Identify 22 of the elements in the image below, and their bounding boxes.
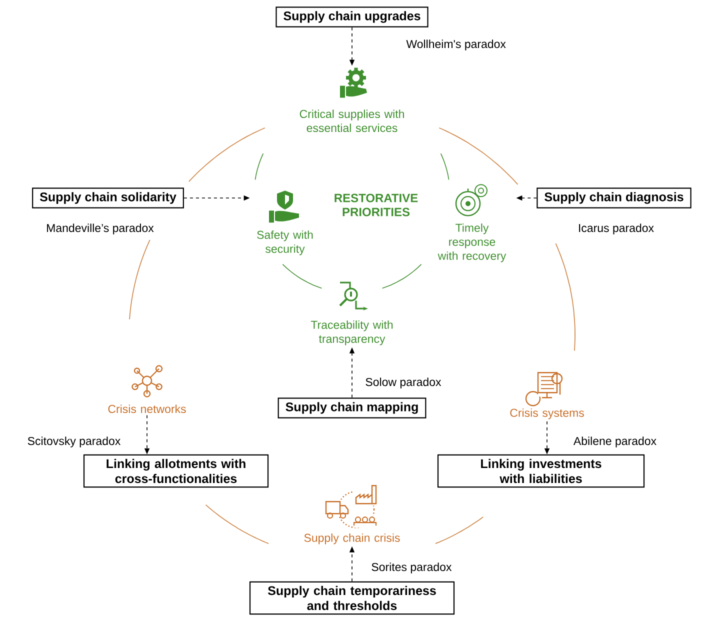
edge-label: Solow paradox bbox=[366, 378, 442, 388]
process-box: Supply chain upgrades bbox=[276, 6, 428, 28]
crisis-item: Supply chain crisis bbox=[304, 533, 400, 544]
crisis-item: Crisis networks bbox=[108, 404, 186, 414]
heading: RESTORATIVE PRIORITIES bbox=[334, 194, 418, 216]
process-box: Linking allotments with cross-functionalities bbox=[83, 454, 269, 488]
edge-label: Abilene paradox bbox=[573, 436, 656, 448]
edge-label: Mandeville’s paradox bbox=[47, 224, 154, 234]
edge-label: Wollheim's paradox bbox=[406, 40, 506, 50]
process-box: Linking investments with liabilities bbox=[437, 454, 645, 488]
priority-item: Safety with security bbox=[257, 230, 313, 256]
process-box: Supply chain solidarity bbox=[32, 188, 184, 208]
edge-label: Scitovsky paradox bbox=[28, 436, 121, 448]
priority-item: Timely response with recovery bbox=[438, 223, 506, 262]
process-box: Supply chain temporariness and thresholds bbox=[249, 581, 455, 615]
priority-item: Traceability with transparency bbox=[310, 320, 393, 346]
crisis-item: Crisis systems bbox=[510, 408, 584, 420]
edge-label: Sorites paradox bbox=[372, 562, 452, 574]
process-box: Supply chain diagnosis bbox=[536, 188, 692, 208]
process-box: Supply chain mapping bbox=[278, 398, 426, 418]
edge-label: Icarus paradox bbox=[579, 224, 654, 234]
priority-item: Critical supplies with essential services bbox=[300, 110, 404, 132]
